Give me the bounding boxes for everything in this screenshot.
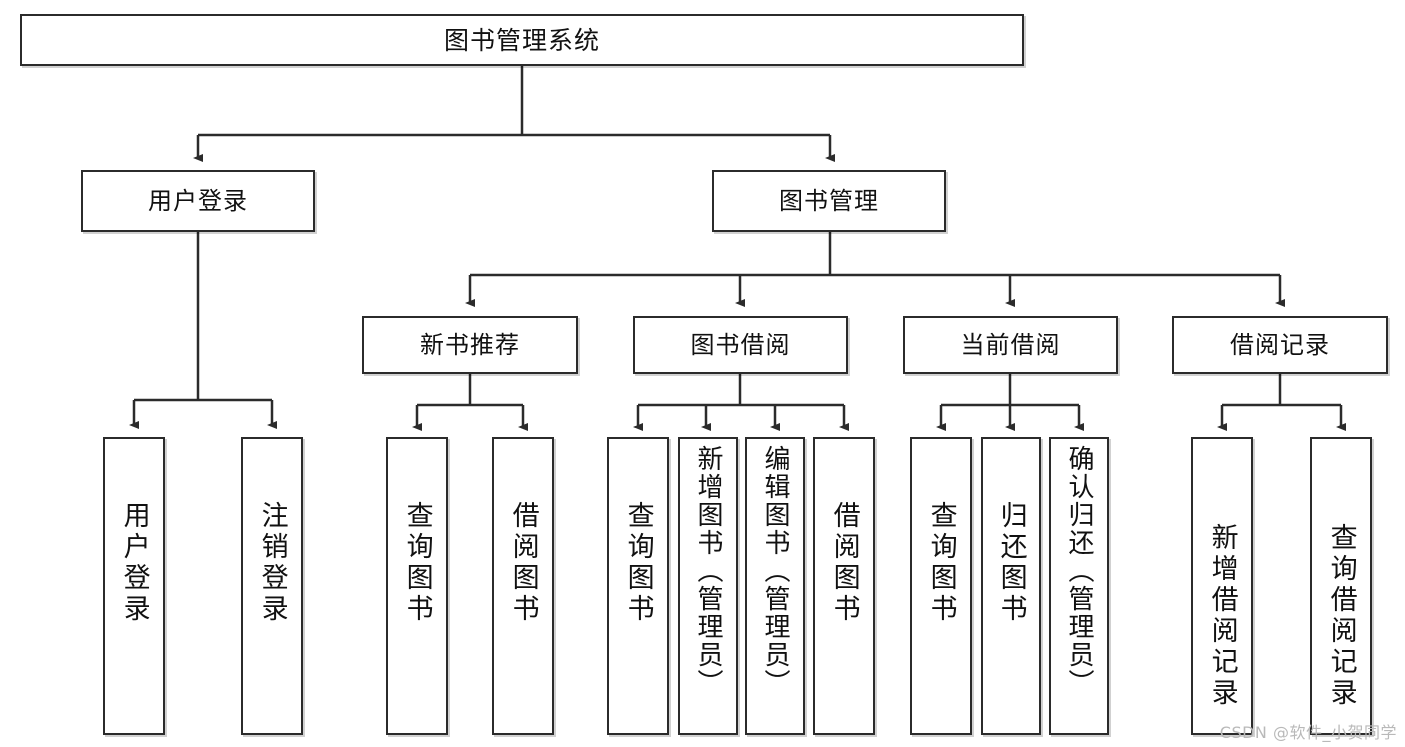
node-label: 编辑图书（管理员） bbox=[760, 445, 791, 697]
node-book-management[interactable]: 图书管理 bbox=[712, 170, 946, 232]
node-label: 用户登录 bbox=[148, 187, 248, 215]
node-root-system[interactable]: 图书管理系统 bbox=[20, 14, 1024, 66]
node-label: 查询图书 bbox=[401, 501, 433, 625]
node-label: 用户登录 bbox=[118, 501, 150, 625]
node-current-borrow[interactable]: 当前借阅 bbox=[903, 316, 1118, 374]
node-user-login[interactable]: 用户登录 bbox=[81, 170, 315, 232]
leaf-current-borrow-confirm-return-admin[interactable]: 确认归还（管理员） bbox=[1049, 437, 1109, 735]
leaf-user-login-login[interactable]: 用户登录 bbox=[103, 437, 165, 735]
node-label: 借阅记录 bbox=[1230, 331, 1330, 359]
leaf-records-query-record[interactable]: 查询借阅记录 bbox=[1310, 437, 1372, 735]
leaf-book-borrow-query-book[interactable]: 查询图书 bbox=[607, 437, 669, 735]
node-borrow-records[interactable]: 借阅记录 bbox=[1172, 316, 1388, 374]
leaf-records-add-record[interactable]: 新增借阅记录 bbox=[1191, 437, 1253, 735]
leaf-user-login-logout[interactable]: 注销登录 bbox=[241, 437, 303, 735]
leaf-new-book-query-book[interactable]: 查询图书 bbox=[386, 437, 448, 735]
node-label: 注销登录 bbox=[256, 501, 288, 625]
leaf-book-borrow-add-book-admin[interactable]: 新增图书（管理员） bbox=[678, 437, 738, 735]
node-label: 新增图书（管理员） bbox=[693, 445, 724, 697]
node-label: 查询图书 bbox=[622, 501, 654, 625]
node-label: 新书推荐 bbox=[420, 331, 520, 359]
node-label: 归还图书 bbox=[995, 501, 1027, 625]
leaf-current-borrow-query-book[interactable]: 查询图书 bbox=[910, 437, 972, 735]
leaf-book-borrow-borrow-book[interactable]: 借阅图书 bbox=[813, 437, 875, 735]
node-label: 当前借阅 bbox=[960, 331, 1061, 359]
node-label: 图书管理 bbox=[779, 187, 879, 215]
node-new-book-recommend[interactable]: 新书推荐 bbox=[362, 316, 578, 374]
leaf-book-borrow-edit-book-admin[interactable]: 编辑图书（管理员） bbox=[745, 437, 805, 735]
node-label: 新增借阅记录 bbox=[1206, 523, 1238, 709]
node-label: 查询借阅记录 bbox=[1325, 523, 1357, 709]
node-book-borrow[interactable]: 图书借阅 bbox=[633, 316, 848, 374]
leaf-new-book-borrow-book[interactable]: 借阅图书 bbox=[492, 437, 554, 735]
node-label: 借阅图书 bbox=[507, 501, 539, 625]
node-label: 借阅图书 bbox=[828, 501, 860, 625]
node-label: 图书管理系统 bbox=[443, 25, 600, 55]
node-label: 查询图书 bbox=[925, 501, 957, 625]
node-label: 图书借阅 bbox=[690, 331, 791, 359]
node-label: 确认归还（管理员） bbox=[1064, 445, 1095, 697]
leaf-current-borrow-return-book[interactable]: 归还图书 bbox=[981, 437, 1041, 735]
csdn-watermark: CSDN @软件_小贺同学 bbox=[1219, 723, 1397, 742]
